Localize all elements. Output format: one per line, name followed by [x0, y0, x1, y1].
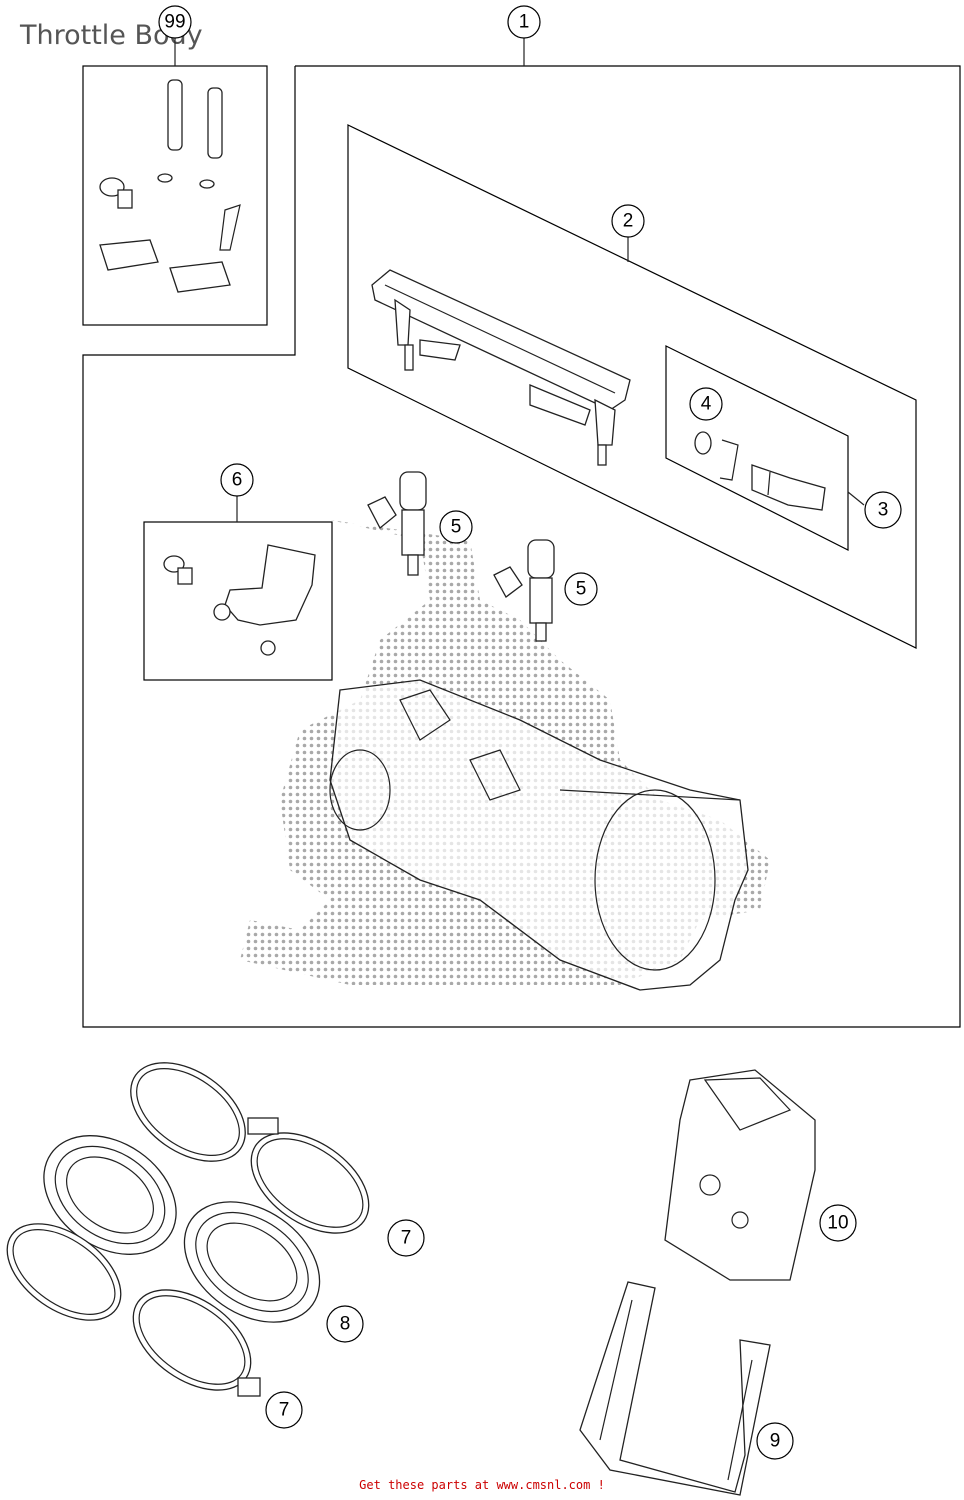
throttle-body-part: [329, 679, 749, 991]
injector-lower: [493, 539, 555, 642]
callout-7-lower-label: 7: [279, 1400, 290, 1421]
callout-5-lower[interactable]: 5: [564, 572, 598, 606]
callout-1-label: 1: [519, 12, 530, 33]
callout-9[interactable]: 9: [756, 1422, 794, 1460]
callout-8-label: 8: [340, 1314, 351, 1335]
fuel-rail-part: [371, 269, 631, 466]
injector-upper: [367, 471, 427, 576]
callout-5-lower-label: 5: [576, 579, 587, 600]
callout-3[interactable]: 3: [864, 491, 902, 529]
callout-10[interactable]: 10: [819, 1204, 857, 1242]
clamp-upper-right: [247, 1117, 370, 1234]
callout-5-upper-label: 5: [451, 517, 462, 538]
callout-1[interactable]: 1: [507, 5, 541, 39]
clamp-lower-right: [132, 1289, 261, 1397]
callout-7-upper-label: 7: [401, 1228, 412, 1249]
callout-2[interactable]: 2: [611, 204, 645, 238]
intake-boot-right: [183, 1201, 321, 1323]
kit-99-parts: [99, 79, 241, 293]
callout-7-lower[interactable]: 7: [265, 1391, 303, 1429]
callout-3-label: 3: [878, 500, 889, 521]
callout-9-label: 9: [770, 1431, 781, 1452]
ecu-bracket-part: [579, 1281, 771, 1496]
fuel-rail-frame: [347, 124, 917, 649]
callout-99[interactable]: 99: [158, 5, 192, 39]
callout-2-label: 2: [623, 211, 634, 232]
callout-6-label: 6: [232, 470, 243, 491]
assembly-1-frame: [82, 38, 961, 1028]
callout-6[interactable]: 6: [220, 463, 254, 497]
ecu-part: [664, 1069, 816, 1281]
callout-10-label: 10: [827, 1213, 848, 1234]
kit-99-frame: [82, 38, 268, 326]
callout-4[interactable]: 4: [689, 387, 723, 421]
sensor-part: [163, 544, 316, 656]
callout-8[interactable]: 8: [326, 1305, 364, 1343]
callout-7-upper[interactable]: 7: [387, 1219, 425, 1257]
sensor-frame: [143, 495, 333, 681]
clamp-upper-left: [130, 1062, 246, 1162]
connector-frame: [665, 345, 865, 551]
connector-parts: [694, 431, 826, 511]
clamp-lower-left: [6, 1223, 122, 1321]
footer-link[interactable]: Get these parts at www.cmsnl.com !: [359, 1478, 605, 1492]
callout-5-upper[interactable]: 5: [439, 510, 473, 544]
callout-4-label: 4: [701, 394, 712, 415]
callout-99-label: 99: [164, 12, 185, 33]
